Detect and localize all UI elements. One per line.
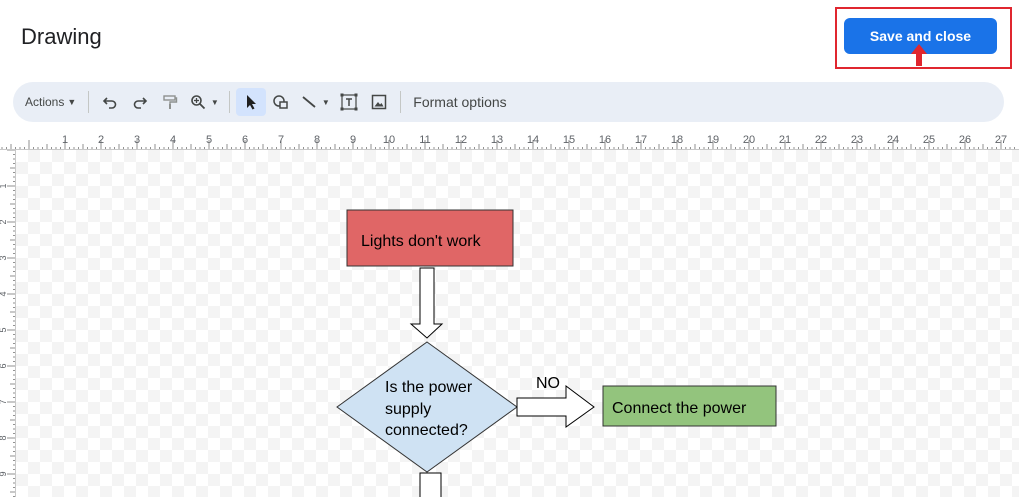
ruler-number: 24: [887, 134, 899, 146]
action-box[interactable]: [602, 385, 777, 427]
ruler-number: 4: [170, 134, 176, 146]
chevron-down-icon: ▼: [210, 97, 219, 107]
undo-button[interactable]: [95, 88, 125, 116]
redo-button[interactable]: [125, 88, 155, 116]
ruler-number: 2: [98, 134, 104, 146]
flowchart: Lights don't work Is the power supply co…: [336, 209, 777, 502]
format-options-button[interactable]: Format options: [413, 94, 507, 110]
ruler-number: 5: [0, 327, 8, 332]
ruler-number: 3: [0, 255, 8, 260]
redo-icon: [133, 97, 148, 109]
actions-menu[interactable]: Actions ▼: [25, 88, 82, 116]
toolbar-divider: [400, 91, 402, 113]
ruler-number: 23: [851, 134, 863, 146]
ruler-number: 8: [314, 134, 320, 146]
shape-button[interactable]: [266, 88, 296, 116]
ruler-number: 5: [206, 134, 212, 146]
image-icon: [372, 94, 387, 110]
drawing-canvas[interactable]: Lights don't work Is the power supply co…: [16, 150, 1019, 502]
ruler-number: 19: [707, 134, 719, 146]
ruler-number: 25: [923, 134, 935, 146]
ruler-number: 3: [134, 134, 140, 146]
shape-icon: [273, 95, 289, 109]
text-box-button[interactable]: [334, 88, 364, 116]
ruler-number: 1: [0, 183, 8, 188]
vertical-ruler: 1 2 3 4 5 6 7 8 9: [0, 150, 16, 497]
action-box-label: Connect the power: [612, 400, 747, 417]
ruler-number: 22: [815, 134, 827, 146]
start-box[interactable]: [346, 209, 514, 267]
highlight-annotation: [835, 7, 1012, 69]
ruler-number: 6: [0, 363, 8, 368]
paint-format-icon: [163, 95, 178, 109]
ruler-number: 4: [0, 291, 8, 296]
zoom-icon: [191, 95, 205, 110]
line-button[interactable]: ▼: [296, 88, 334, 116]
toolbar-divider: [229, 91, 231, 113]
text-box-icon: [340, 93, 358, 111]
ruler-number: 10: [383, 134, 395, 146]
ruler-number: 16: [599, 134, 611, 146]
ruler-number: 6: [242, 134, 248, 146]
chevron-down-icon: ▼: [321, 97, 330, 107]
decision-label-line1: Is the power: [385, 379, 473, 396]
ruler-number: 1: [62, 134, 68, 146]
ruler-number: 17: [635, 134, 647, 146]
ruler-number: 20: [743, 134, 755, 146]
line-icon: [302, 96, 316, 108]
select-arrow-icon: [247, 95, 257, 110]
image-button[interactable]: [364, 88, 394, 116]
down-arrow-2[interactable]: [419, 472, 442, 502]
ruler-number: 13: [491, 134, 503, 146]
ruler-number: 11: [419, 134, 430, 146]
actions-label: Actions: [25, 95, 65, 109]
ruler-number: 26: [959, 134, 971, 146]
start-box-label: Lights don't work: [361, 233, 482, 250]
page-title: Drawing: [21, 24, 102, 49]
select-tool-button[interactable]: [236, 88, 267, 116]
ruler-number: 7: [278, 134, 284, 146]
down-arrow[interactable]: [409, 267, 444, 339]
decision-label-line3: connected?: [385, 422, 468, 439]
no-label: NO: [536, 375, 560, 392]
ruler-number: 9: [350, 134, 356, 146]
ruler-number: 7: [0, 399, 8, 404]
ruler-number: 21: [779, 134, 791, 146]
undo-icon: [103, 97, 117, 109]
cursor-arrow-icon: [911, 44, 927, 66]
ruler-number: 27: [995, 134, 1007, 146]
paint-format-button[interactable]: [155, 88, 185, 116]
ruler-number: 14: [527, 134, 539, 146]
ruler-number: 15: [563, 134, 575, 146]
ruler-number: 12: [455, 134, 467, 146]
toolbar-divider: [88, 91, 90, 113]
ruler-number: 8: [0, 435, 8, 440]
toolbar: Actions ▼ ▼ ▼ Format options: [13, 82, 1004, 122]
right-arrow[interactable]: [516, 385, 595, 428]
chevron-down-icon: ▼: [67, 97, 77, 107]
zoom-button[interactable]: ▼: [185, 88, 223, 116]
ruler-number: 9: [0, 471, 8, 476]
decision-label-line2: supply: [385, 401, 431, 418]
ruler-number: 2: [0, 219, 8, 224]
ruler-number: 18: [671, 134, 683, 146]
decision-diamond[interactable]: [336, 341, 518, 473]
